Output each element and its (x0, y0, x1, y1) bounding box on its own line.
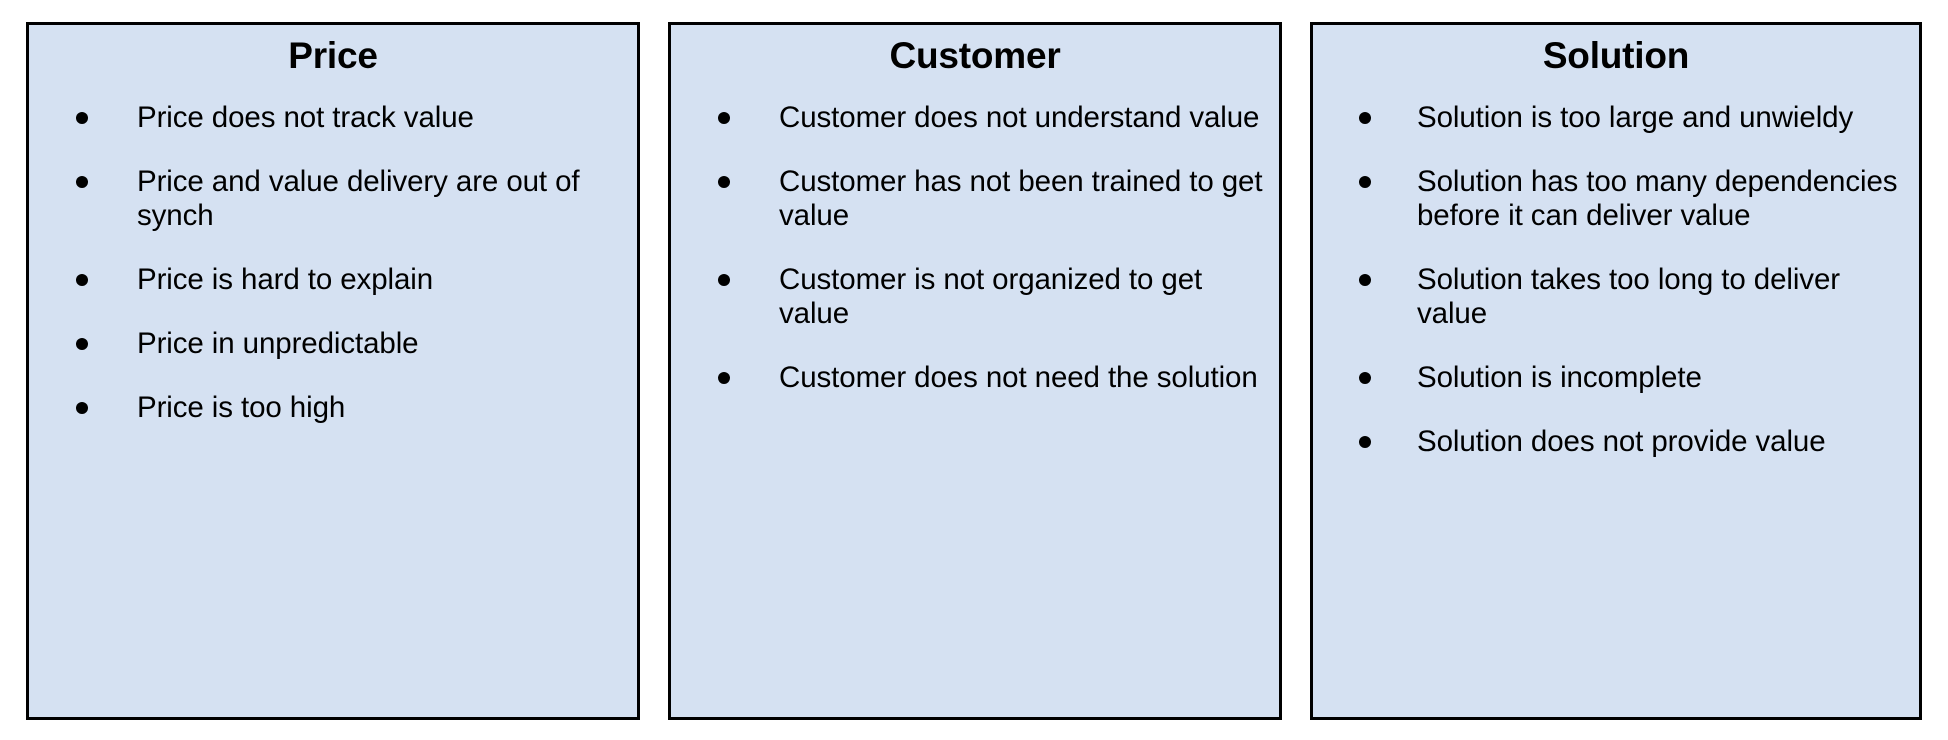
list-item-label: Solution has too many dependencies befor… (1417, 165, 1898, 232)
bullet-dot-icon (1359, 176, 1371, 188)
list-item-label: Solution does not provide value (1417, 425, 1826, 458)
panel-title-solution: Solution (1542, 35, 1690, 76)
bullet-dot-icon (76, 338, 88, 350)
list-item-label: Customer does not need the solution (779, 361, 1258, 394)
list-item-label: Customer has not been trained to get val… (779, 165, 1263, 232)
bullet-list-price: Price does not track value Price and val… (29, 101, 637, 425)
bullet-dot-icon (1359, 274, 1371, 286)
bullet-dot-icon (1359, 372, 1371, 384)
list-item: Price is hard to explain (29, 263, 637, 297)
bullet-dot-icon (76, 112, 88, 124)
list-item: Price and value delivery are out of sync… (29, 165, 637, 233)
list-item: Price does not track value (29, 101, 637, 135)
panel-price: Price Price does not track value Price a… (26, 22, 640, 720)
list-item-label: Solution takes too long to deliver value (1417, 263, 1840, 330)
list-item: Solution is incomplete (1313, 361, 1919, 395)
panel-customer: Customer Customer does not understand va… (668, 22, 1282, 720)
list-item: Solution does not provide value (1313, 425, 1919, 459)
bullet-list-solution: Solution is too large and unwieldy Solut… (1313, 101, 1919, 459)
list-item: Solution takes too long to deliver value (1313, 263, 1919, 331)
panel-solution: Solution Solution is too large and unwie… (1310, 22, 1922, 720)
panel-title-customer: Customer (889, 35, 1061, 76)
bullet-dot-icon (76, 402, 88, 414)
list-item: Customer does not need the solution (671, 361, 1279, 395)
bullet-dot-icon (1359, 436, 1371, 448)
bullet-list-customer: Customer does not understand value Custo… (671, 101, 1279, 395)
bullet-dot-icon (76, 274, 88, 286)
list-item: Customer does not understand value (671, 101, 1279, 135)
list-item-label: Customer is not organized to get value (779, 263, 1203, 330)
list-item: Price is too high (29, 391, 637, 425)
list-item: Customer has not been trained to get val… (671, 165, 1279, 233)
bullet-dot-icon (718, 112, 730, 124)
bullet-dot-icon (718, 372, 730, 384)
bullet-dot-icon (76, 176, 88, 188)
list-item-label: Solution is incomplete (1417, 361, 1702, 394)
list-item-label: Price does not track value (137, 101, 474, 134)
panel-title-price: Price (288, 35, 378, 76)
list-item-label: Customer does not understand value (779, 101, 1260, 134)
list-item: Solution is too large and unwieldy (1313, 101, 1919, 135)
list-item: Solution has too many dependencies befor… (1313, 165, 1919, 233)
list-item: Price in unpredictable (29, 327, 637, 361)
list-item-label: Price is too high (137, 391, 346, 424)
list-item-label: Price in unpredictable (137, 327, 419, 360)
bullet-dot-icon (718, 176, 730, 188)
bullet-dot-icon (718, 274, 730, 286)
bullet-dot-icon (1359, 112, 1371, 124)
list-item-label: Price is hard to explain (137, 263, 434, 296)
list-item-label: Price and value delivery are out of sync… (137, 165, 580, 232)
list-item-label: Solution is too large and unwieldy (1417, 101, 1854, 134)
list-item: Customer is not organized to get value (671, 263, 1279, 331)
